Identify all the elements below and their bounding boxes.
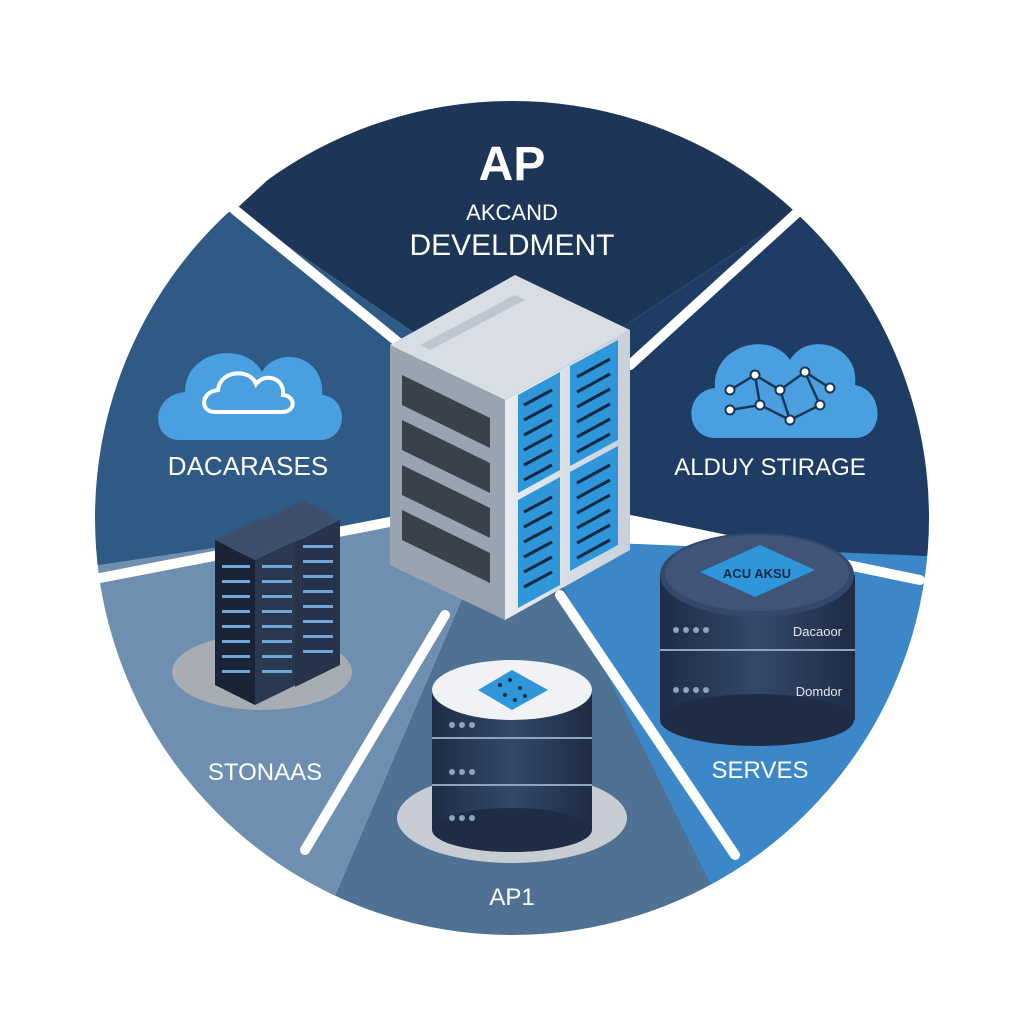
center-subtitle: AKCAND: [466, 200, 558, 225]
label-stonaas: STONAAS: [208, 759, 322, 786]
database-stack-icon: ACU AKSU Dacaoor Domdor: [660, 533, 855, 746]
cloud-icon: [158, 353, 343, 440]
segment-top: [235, 98, 800, 400]
label-servers: SERVES: [712, 757, 809, 784]
label-storage: ALDUY STIRAGE: [674, 454, 866, 481]
label-api: AP1: [489, 884, 534, 911]
label-databases: DACARASES: [168, 451, 328, 481]
disk-label-2: Domdor: [796, 684, 843, 699]
central-server-icon: [390, 275, 630, 620]
database-icon: [397, 660, 627, 863]
center-title: AP: [479, 138, 546, 191]
disk-badge: ACU AKSU: [723, 566, 791, 581]
outer-ring: [89, 95, 935, 941]
server-rack-icon: [172, 500, 352, 710]
cloud-network-icon: [691, 344, 878, 438]
center-line3: DEVELDMENT: [409, 229, 614, 262]
disk-label-1: Dacaoor: [793, 624, 843, 639]
